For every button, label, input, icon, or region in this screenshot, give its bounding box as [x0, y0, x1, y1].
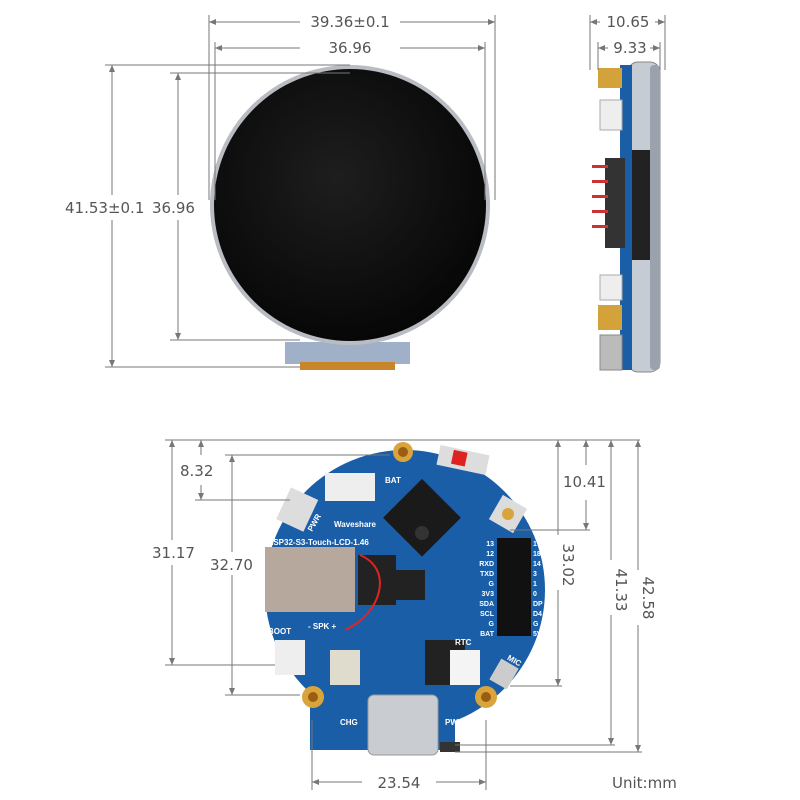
pin-header: [497, 538, 531, 636]
dim-back-42-58: 42.58: [639, 577, 657, 620]
dim-front-height-outer: 41.53±0.1: [65, 199, 144, 217]
dim-back-8-32: 8.32: [180, 462, 213, 480]
dim-side-thickness-outer: 10.65: [607, 13, 650, 31]
dim-back-10-41: 10.41: [563, 473, 606, 491]
usb-c-port: [367, 694, 439, 756]
back-view: ESP32-S3-Touch-LCD-1.46 BAT PWR Waveshar…: [265, 442, 545, 756]
pin-label: 3: [533, 571, 537, 578]
front-view: [210, 65, 490, 370]
board-boot-label: BOOT: [268, 627, 291, 636]
pin-label: BAT: [480, 631, 495, 638]
bat-connector: [325, 473, 375, 501]
dim-front-width-outer: 39.36±0.1: [310, 13, 389, 31]
board-chg-label: CHG: [340, 718, 358, 727]
board-bat-label: BAT: [385, 476, 401, 485]
pin-label: RXD: [479, 561, 494, 568]
pin-label: SDA: [479, 601, 494, 608]
unit-label: Unit:mm: [612, 774, 677, 792]
pin-label: D4: [533, 611, 542, 618]
board-pwr-led-label: PWR: [445, 718, 464, 727]
esp32-chip: [383, 478, 461, 557]
dim-back-31-17: 31.17: [152, 544, 195, 562]
board-model-label: ESP32-S3-Touch-LCD-1.46: [268, 538, 369, 547]
display-bottom-bezel: [285, 342, 410, 364]
pin-label: SCL: [480, 611, 495, 618]
dim-back-41-33: 41.33: [612, 569, 630, 612]
pin-label: TXD: [480, 571, 494, 578]
pin-label: 5V: [533, 631, 542, 638]
pin-labels-right: 17 18 14 3 1 0 DP D4 G 5V: [533, 541, 543, 638]
dim-back-usb-width: 23.54: [378, 774, 421, 792]
board-rtc-label: RTC: [455, 638, 472, 647]
dim-back-32-70: 32.70: [210, 556, 253, 574]
dim-front-width-inner: 36.96: [329, 39, 372, 57]
pin-label: 0: [533, 591, 537, 598]
pin-label: 13: [486, 541, 494, 548]
display-screen: [214, 69, 486, 341]
pin-label: 3V3: [482, 591, 495, 598]
pin-label: 18: [533, 551, 541, 558]
pin-label: G: [533, 621, 539, 628]
fpc-connector: [300, 362, 395, 370]
pin-label: 14: [533, 561, 541, 568]
speaker: [265, 547, 355, 612]
dim-side-thickness-inner: 9.33: [613, 39, 646, 57]
board-brand-label: Waveshare: [334, 520, 377, 529]
pin-label: 17: [533, 541, 541, 548]
pin-label: 1: [533, 581, 537, 588]
pin-label: 12: [486, 551, 494, 558]
board-spk-label: - SPK +: [308, 622, 337, 631]
pin-label: DP: [533, 601, 543, 608]
pin-labels-left: 13 12 RXD TXD G 3V3 SDA SCL G BAT: [479, 541, 495, 638]
dim-back-33-02: 33.02: [559, 544, 577, 587]
dim-front-height-inner: 36.96: [152, 199, 195, 217]
pin-label: G: [489, 581, 495, 588]
pin-label: G: [489, 621, 495, 628]
side-view: [592, 61, 661, 373]
